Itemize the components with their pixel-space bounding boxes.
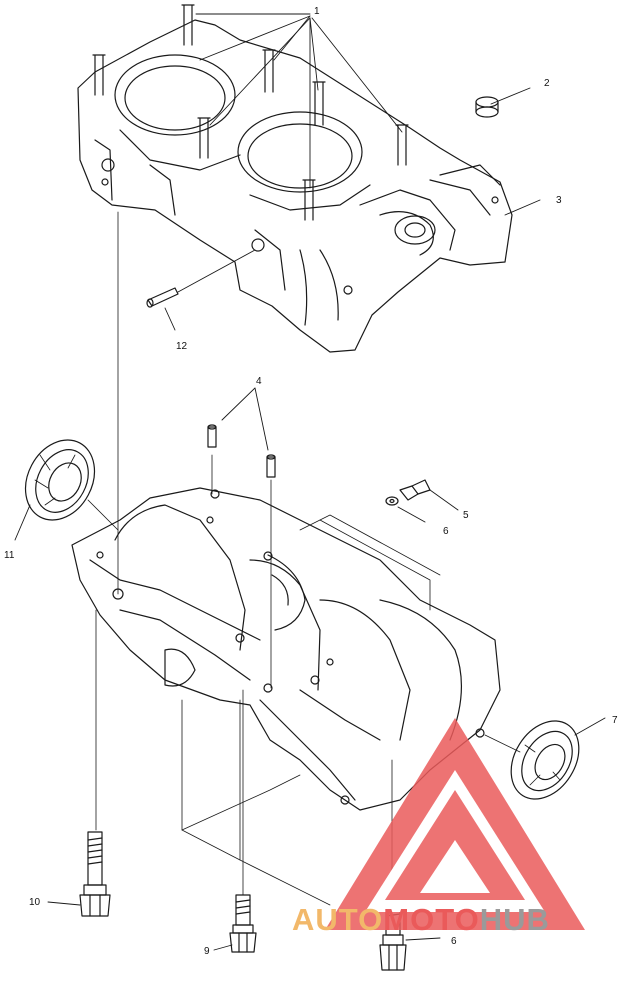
seal-7 (484, 717, 606, 800)
bolt-10 (47, 831, 111, 917)
callout-7: 7 (612, 715, 618, 726)
watermark-logo (325, 718, 585, 930)
callout-10: 10 (29, 897, 41, 908)
watermark-moto: MOTO (383, 902, 479, 937)
callout-6b: 6 (451, 936, 457, 947)
drain-plug-5 (385, 479, 459, 523)
upper-crankcase (77, 19, 513, 353)
watermark-text: AUTOMOTOHUB (292, 902, 550, 937)
watermark-auto: AUTO (292, 902, 383, 937)
projection-box (181, 514, 441, 906)
callout-4: 4 (256, 376, 262, 387)
watermark-hub: HUB (480, 902, 550, 937)
callout-6a: 6 (443, 526, 449, 537)
callout-2: 2 (544, 78, 550, 89)
callout-labels: 1 2 3 4 5 6 7 6 9 10 11 12 (4, 6, 618, 957)
plug-part-2 (475, 87, 531, 118)
stud-group-1 (92, 4, 409, 221)
bolt-9 (213, 894, 257, 953)
callout-3: 3 (556, 195, 562, 206)
leader-3 (504, 199, 541, 216)
callout-5: 5 (463, 510, 469, 521)
dowels-4 (207, 387, 276, 478)
callout-9: 9 (204, 946, 210, 957)
alignment-lines (95, 211, 393, 896)
leader-lines-1 (195, 13, 403, 189)
callout-11: 11 (4, 550, 15, 561)
dowel-pin-12 (146, 249, 256, 331)
callout-12: 12 (176, 341, 188, 352)
callout-1: 1 (314, 6, 320, 17)
seal-11 (14, 439, 119, 541)
